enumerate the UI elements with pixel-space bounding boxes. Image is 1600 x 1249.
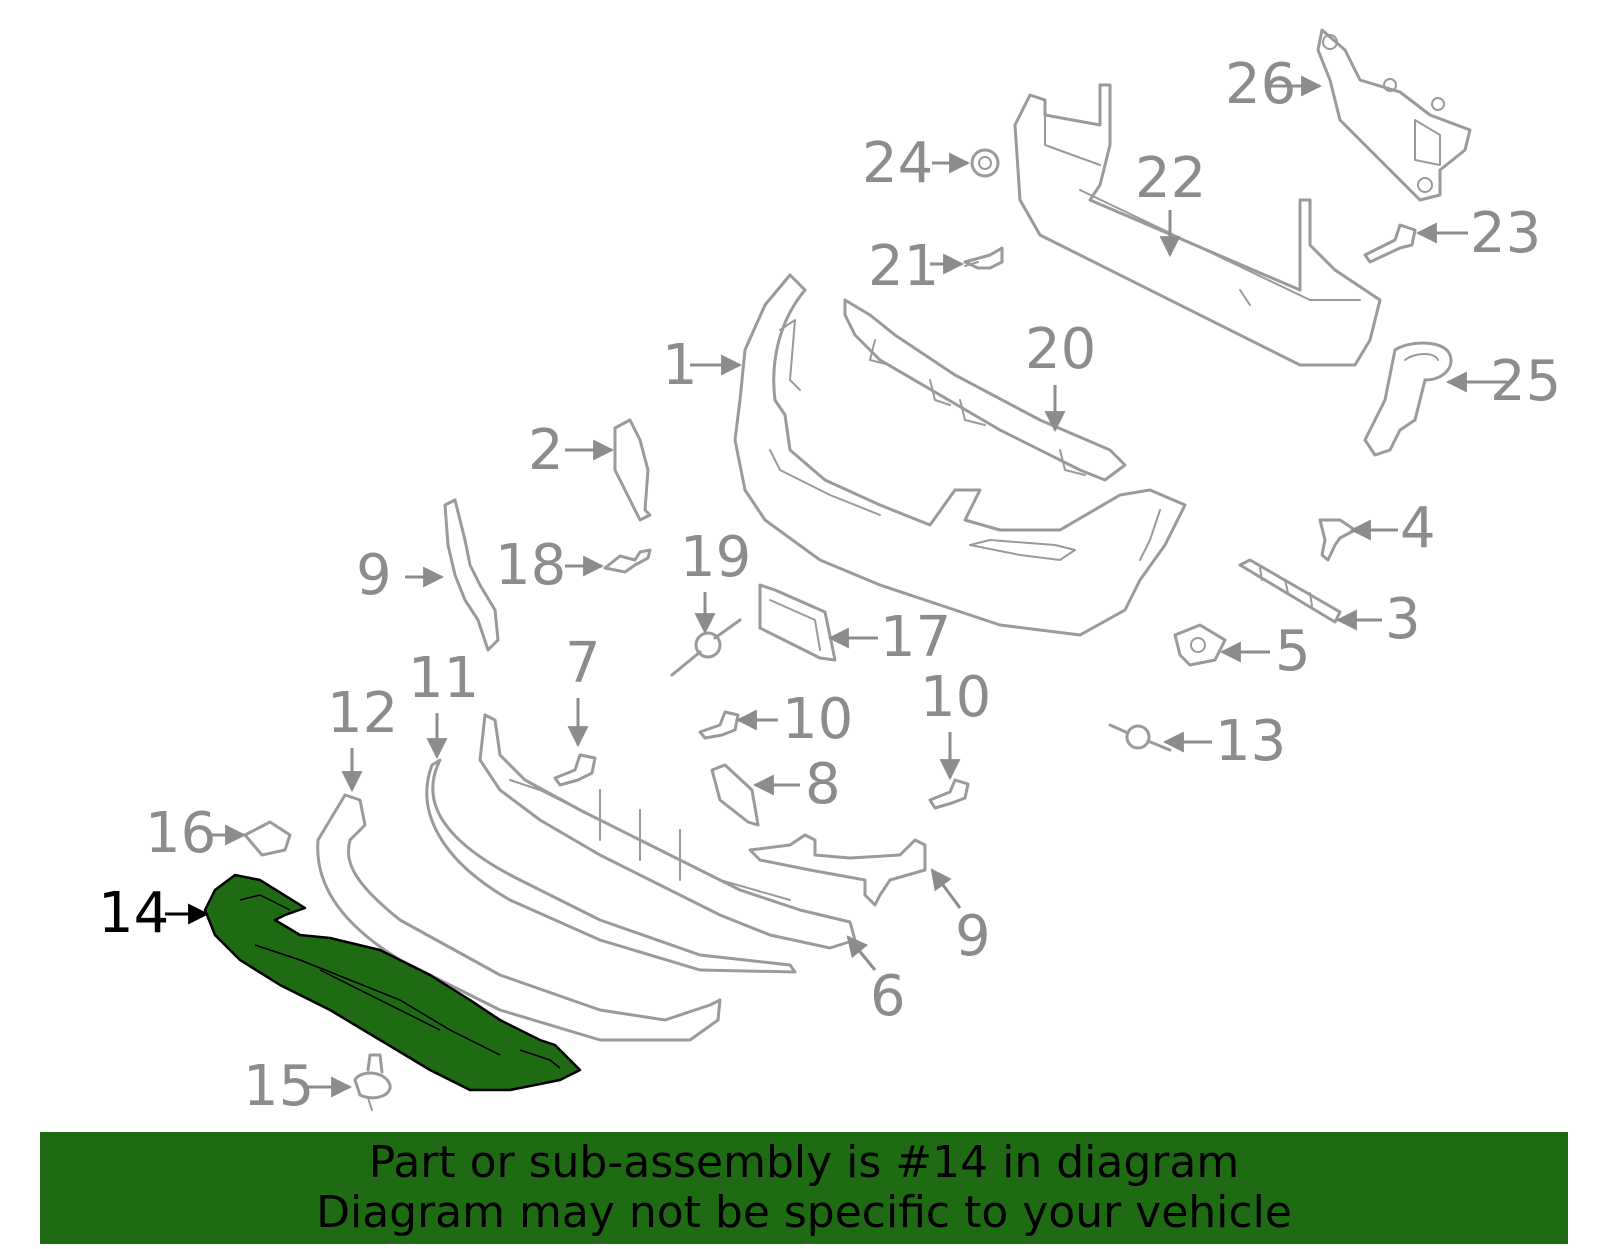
part-17-plate-bracket — [758, 583, 837, 662]
part-1-bumper-cover — [733, 273, 1187, 637]
part-24-nut — [970, 148, 1000, 178]
part-25-tow-hook — [1363, 341, 1453, 457]
part-10-bolt-b — [928, 778, 970, 810]
callout-9b: 9 — [955, 904, 991, 969]
part-15-clip — [353, 1053, 392, 1111]
part-26-bracket — [1316, 28, 1472, 202]
part-18-bolt — [603, 548, 652, 574]
callout-24: 24 — [862, 131, 933, 196]
part-23-bolt — [1363, 223, 1417, 264]
part-14-shield-highlighted — [203, 873, 582, 1092]
arrow-9b — [930, 868, 962, 909]
callout-25: 25 — [1490, 349, 1561, 414]
part-12-valance — [316, 793, 722, 1042]
part-5-clip — [1173, 623, 1227, 667]
part-8-bracket — [710, 763, 760, 827]
callout-23: 23 — [1470, 201, 1541, 266]
part-4-screw — [1318, 518, 1357, 562]
callout-9a: 9 — [356, 543, 392, 608]
part-22-reinforcement — [1013, 83, 1382, 367]
part-7-bolt — [553, 753, 597, 787]
parts-diagram: 26 24 22 21 23 1 20 25 2 4 18 9 19 3 17 … — [98, 28, 1561, 1119]
footer-line-part-number: Part or sub-assembly is #14 in diagram — [368, 1137, 1240, 1188]
callout-10a: 10 — [782, 687, 853, 752]
callout-26: 26 — [1225, 52, 1296, 117]
callout-3: 3 — [1385, 587, 1421, 652]
callout-2: 2 — [528, 418, 564, 483]
part-6-lower-grille — [478, 713, 857, 950]
callout-21: 21 — [868, 234, 939, 299]
footer-banner: Part or sub-assembly is #14 in diagram D… — [40, 1132, 1568, 1244]
callout-labels: 26 24 22 21 23 1 20 25 2 4 18 9 19 3 17 … — [98, 52, 1561, 1119]
part-9-left-bracket — [443, 498, 500, 652]
callout-4: 4 — [1400, 496, 1436, 561]
callout-8: 8 — [805, 752, 841, 817]
part-13-push-pin — [1108, 723, 1172, 752]
callout-17: 17 — [880, 605, 951, 670]
callout-13: 13 — [1215, 709, 1286, 774]
callout-1: 1 — [662, 333, 698, 398]
callout-20: 20 — [1025, 317, 1096, 382]
part-11-molding — [425, 758, 797, 974]
callout-6: 6 — [870, 964, 906, 1029]
arrow-6 — [846, 935, 877, 971]
callout-12: 12 — [327, 681, 398, 746]
part-2-bracket — [613, 418, 652, 522]
callout-18: 18 — [495, 533, 566, 598]
callout-22: 22 — [1135, 146, 1206, 211]
callout-14-highlighted: 14 — [98, 881, 169, 946]
part-21-bolt — [963, 246, 1004, 270]
part-3-retainer — [1238, 558, 1342, 624]
part-16-clip — [243, 820, 292, 857]
footer-line-disclaimer: Diagram may not be specific to your vehi… — [316, 1187, 1292, 1238]
part-20-absorber — [843, 298, 1127, 482]
callout-10b: 10 — [920, 665, 991, 730]
callout-15: 15 — [243, 1054, 314, 1119]
callout-7: 7 — [565, 631, 601, 696]
part-10-bolt-a — [698, 710, 740, 740]
part-9-right-bracket — [748, 833, 927, 907]
callout-5: 5 — [1275, 619, 1311, 684]
leader-arrows — [165, 75, 1508, 1098]
callout-16: 16 — [145, 801, 216, 866]
callout-19: 19 — [680, 525, 751, 590]
callout-11: 11 — [408, 646, 479, 711]
